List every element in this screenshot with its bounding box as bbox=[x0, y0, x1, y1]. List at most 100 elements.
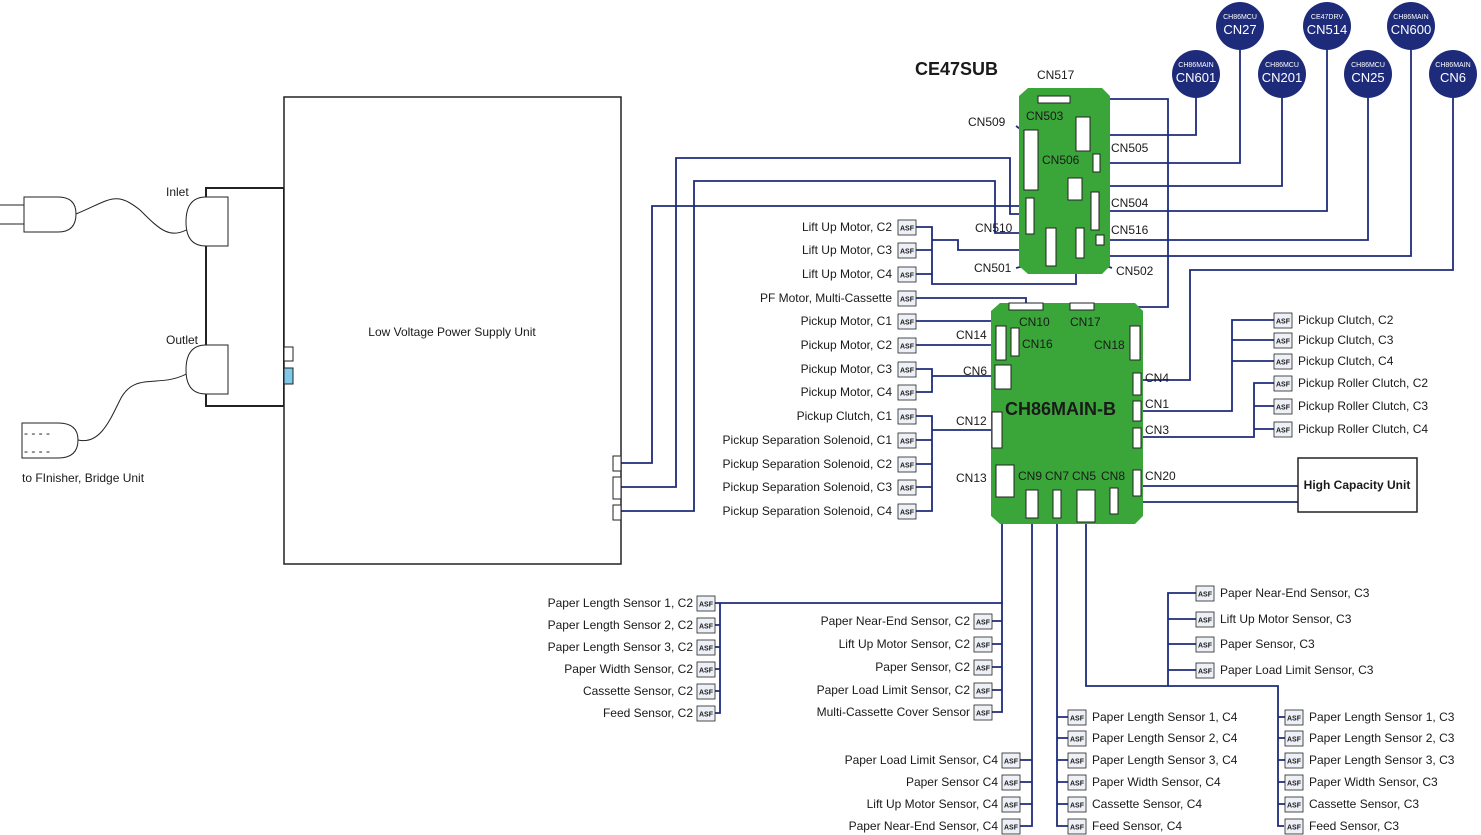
badge-cn201 bbox=[1258, 50, 1306, 98]
cn4-label: CN4 bbox=[1145, 371, 1169, 385]
left-load-11-asf-text: ASF bbox=[900, 486, 915, 493]
left-load-9-asf-icon bbox=[897, 432, 917, 449]
left-load-8-label: Pickup Clutch, C1 bbox=[797, 409, 893, 423]
left-load-10-asf-text: ASF bbox=[900, 463, 915, 470]
plug bbox=[0, 196, 77, 233]
high-capacity-unit-label: High Capacity Unit bbox=[1304, 478, 1411, 492]
c2-mid-bus bbox=[992, 603, 1003, 713]
right-load-2-asf-text: ASF bbox=[1276, 360, 1291, 367]
cn505-label: CN505 bbox=[1111, 141, 1149, 155]
sensor-c4-a-2-label: Lift Up Motor Sensor, C4 bbox=[867, 797, 999, 811]
sensor-c3-b-0-asf-icon bbox=[1284, 709, 1304, 726]
high-capacity-unit-box bbox=[1297, 457, 1418, 513]
left-load-11-label: Pickup Separation Solenoid, C3 bbox=[723, 480, 893, 494]
left-load-7-asf-icon bbox=[897, 384, 917, 401]
sensor-c2-left-3-label: Paper Width Sensor, C2 bbox=[564, 662, 693, 676]
cn10-connector bbox=[1008, 302, 1044, 311]
ch86main-title: CH86MAIN-B bbox=[1005, 399, 1116, 419]
sensor-c2-left-0-asf-text: ASF bbox=[699, 602, 714, 609]
finisher-plug: - - - - - - - - bbox=[21, 422, 79, 459]
sensor-c4-a-3-label: Paper Near-End Sensor, C4 bbox=[849, 819, 999, 833]
c3-a-bus bbox=[1167, 592, 1196, 686]
badge-cn6-board: CH86MAIN bbox=[1435, 62, 1470, 69]
psu-out-wire-3 bbox=[621, 180, 1030, 512]
cn510-label: CN510 bbox=[975, 221, 1013, 235]
pickup-clutch-bus bbox=[1141, 319, 1274, 412]
badge-cn27-cn: CN27 bbox=[1223, 22, 1256, 37]
sensor-c2-left-5-asf-icon bbox=[696, 705, 716, 722]
left-load-3-label: PF Motor, Multi-Cassette bbox=[760, 291, 892, 305]
cn502-connector bbox=[1075, 227, 1085, 259]
sensor-c4-b-1-label: Paper Length Sensor 2, C4 bbox=[1092, 731, 1238, 745]
sensor-c3-a-3-asf-text: ASF bbox=[1198, 669, 1213, 676]
c3-b-bus bbox=[1278, 716, 1285, 805]
cn8-label: CN8 bbox=[1101, 469, 1125, 483]
finisher-label: to FInisher, Bridge Unit bbox=[22, 471, 145, 485]
cn503-label: CN503 bbox=[1026, 109, 1064, 123]
dash-text-1: - - - - bbox=[24, 426, 50, 440]
cn20-label: CN20 bbox=[1145, 469, 1176, 483]
sensor-c3-a-1-label: Lift Up Motor Sensor, C3 bbox=[1220, 612, 1352, 626]
sensor-c3-b-1-asf-text: ASF bbox=[1287, 737, 1302, 744]
ce47sub-title: CE47SUB bbox=[915, 59, 998, 79]
sensor-c3-a-3-asf-icon bbox=[1195, 662, 1215, 679]
cn1-label: CN1 bbox=[1145, 397, 1169, 411]
c4-b-bus bbox=[1056, 518, 1068, 827]
psu-box bbox=[283, 96, 622, 565]
sensor-c3-b-4-label: Cassette Sensor, C3 bbox=[1309, 797, 1419, 811]
sensor-c3-b-2-asf-icon bbox=[1284, 752, 1304, 769]
cn10-label: CN10 bbox=[1019, 315, 1050, 329]
psu-connector-1 bbox=[283, 346, 294, 362]
left-load-0-label: Lift Up Motor, C2 bbox=[802, 220, 892, 234]
right-load-4-asf-text: ASF bbox=[1276, 405, 1291, 412]
sensor-c3-b-5-asf-icon bbox=[1284, 818, 1304, 835]
cn4-connector bbox=[1132, 372, 1142, 396]
sensor-c2-left-2-asf-text: ASF bbox=[699, 646, 714, 653]
cn14-label: CN14 bbox=[956, 328, 987, 342]
sensor-c4-b-0-asf-text: ASF bbox=[1070, 716, 1085, 723]
pickup-solenoid-bus bbox=[916, 415, 992, 512]
cn9-connector bbox=[1025, 489, 1039, 519]
sensor-c3-b-3-asf-icon bbox=[1284, 774, 1304, 791]
sensor-c4-a-0-asf-text: ASF bbox=[1004, 759, 1019, 766]
psu-connector-3 bbox=[612, 455, 622, 472]
cn504-label: CN504 bbox=[1111, 196, 1149, 210]
left-load-1-label: Lift Up Motor, C3 bbox=[802, 243, 892, 257]
sensor-c3-a-0-asf-icon bbox=[1195, 585, 1215, 602]
cn502-label: CN502 bbox=[1116, 264, 1154, 278]
cn12-connector bbox=[991, 411, 1003, 449]
cn510-connector bbox=[1025, 197, 1035, 235]
right-load-0-asf-text: ASF bbox=[1276, 319, 1291, 326]
sensor-c4-b-0-label: Paper Length Sensor 1, C4 bbox=[1092, 710, 1238, 724]
cn501-label: CN501 bbox=[974, 261, 1012, 275]
cn7-label: CN7 bbox=[1045, 469, 1069, 483]
right-load-5-label: Pickup Roller Clutch, C4 bbox=[1298, 422, 1428, 436]
sensor-c2-left-2-label: Paper Length Sensor 3, C2 bbox=[548, 640, 694, 654]
sensor-c4-a-1-label: Paper Sensor C4 bbox=[906, 775, 998, 789]
badge-cn201-board: CH86MCU bbox=[1265, 62, 1299, 69]
left-load-4-label: Pickup Motor, C1 bbox=[801, 314, 893, 328]
sensor-c2-mid-4-label: Multi-Cassette Cover Sensor bbox=[817, 705, 970, 719]
cn503-connector bbox=[1075, 116, 1091, 152]
left-load-5-asf-text: ASF bbox=[900, 344, 915, 351]
cn18-connector bbox=[1129, 325, 1141, 361]
sensor-c2-mid-4-asf-text: ASF bbox=[976, 711, 991, 718]
badge-cn6 bbox=[1429, 50, 1477, 98]
cn14-connector bbox=[995, 325, 1007, 361]
dash-text-2: - - - - bbox=[24, 444, 50, 458]
sensor-c3-b-0-asf-text: ASF bbox=[1287, 716, 1302, 723]
right-load-5-asf-icon bbox=[1273, 421, 1293, 438]
sensor-c2-left-1-asf-text: ASF bbox=[699, 624, 714, 631]
left-load-0-asf-icon bbox=[897, 219, 917, 236]
left-load-12-asf-text: ASF bbox=[900, 510, 915, 517]
sensor-c2-left-5-asf-text: ASF bbox=[699, 712, 714, 719]
badge-cn514-board: CE47DRV bbox=[1311, 14, 1343, 21]
left-load-4-asf-text: ASF bbox=[900, 320, 915, 327]
right-load-3-label: Pickup Roller Clutch, C2 bbox=[1298, 376, 1428, 390]
left-load-6-asf-text: ASF bbox=[900, 368, 915, 375]
sensor-c3-b-1-asf-icon bbox=[1284, 730, 1304, 747]
sensor-c3-a-0-asf-text: ASF bbox=[1198, 592, 1213, 599]
sensor-c2-mid-3-label: Paper Load Limit Sensor, C2 bbox=[817, 683, 971, 697]
left-load-10-asf-icon bbox=[897, 456, 917, 473]
cn517-connector bbox=[1037, 95, 1071, 104]
